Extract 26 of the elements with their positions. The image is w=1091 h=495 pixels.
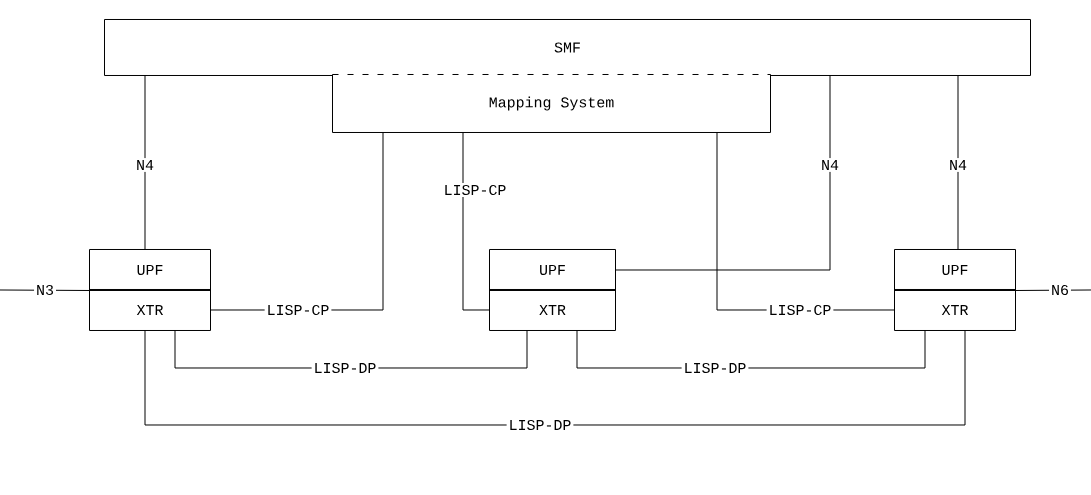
edge-label: N4 <box>819 158 841 172</box>
network-function-box: UPF <box>89 249 211 291</box>
connector-line <box>615 75 831 271</box>
network-function-box: UPF <box>489 249 616 291</box>
edge-label: N3 <box>34 282 56 298</box>
edge-label: LISP-DP <box>506 417 574 433</box>
mapping-system-box: Mapping System <box>332 74 771 133</box>
connector-line <box>144 330 966 426</box>
edge-label: LISP-DP <box>681 360 749 376</box>
connector-line <box>462 132 490 311</box>
edge-label: LISP-CP <box>766 302 834 318</box>
network-function-box: XTR <box>489 289 616 331</box>
connector-line <box>957 75 959 250</box>
connector-line <box>144 75 146 250</box>
edge-label: N6 <box>1049 282 1071 298</box>
edge-label: LISP-CP <box>264 302 332 318</box>
connector-line <box>0 289 90 291</box>
smf-box: SMF <box>104 19 1031 76</box>
network-function-box: UPF <box>894 249 1016 291</box>
edge-label: LISP-CP <box>441 182 509 198</box>
edge-label: N4 <box>134 158 156 172</box>
edge-label: LISP-DP <box>311 360 379 376</box>
edge-label: N4 <box>947 158 969 172</box>
network-function-box: XTR <box>89 289 211 331</box>
network-function-box: XTR <box>894 289 1016 331</box>
connector-line <box>1015 289 1091 291</box>
